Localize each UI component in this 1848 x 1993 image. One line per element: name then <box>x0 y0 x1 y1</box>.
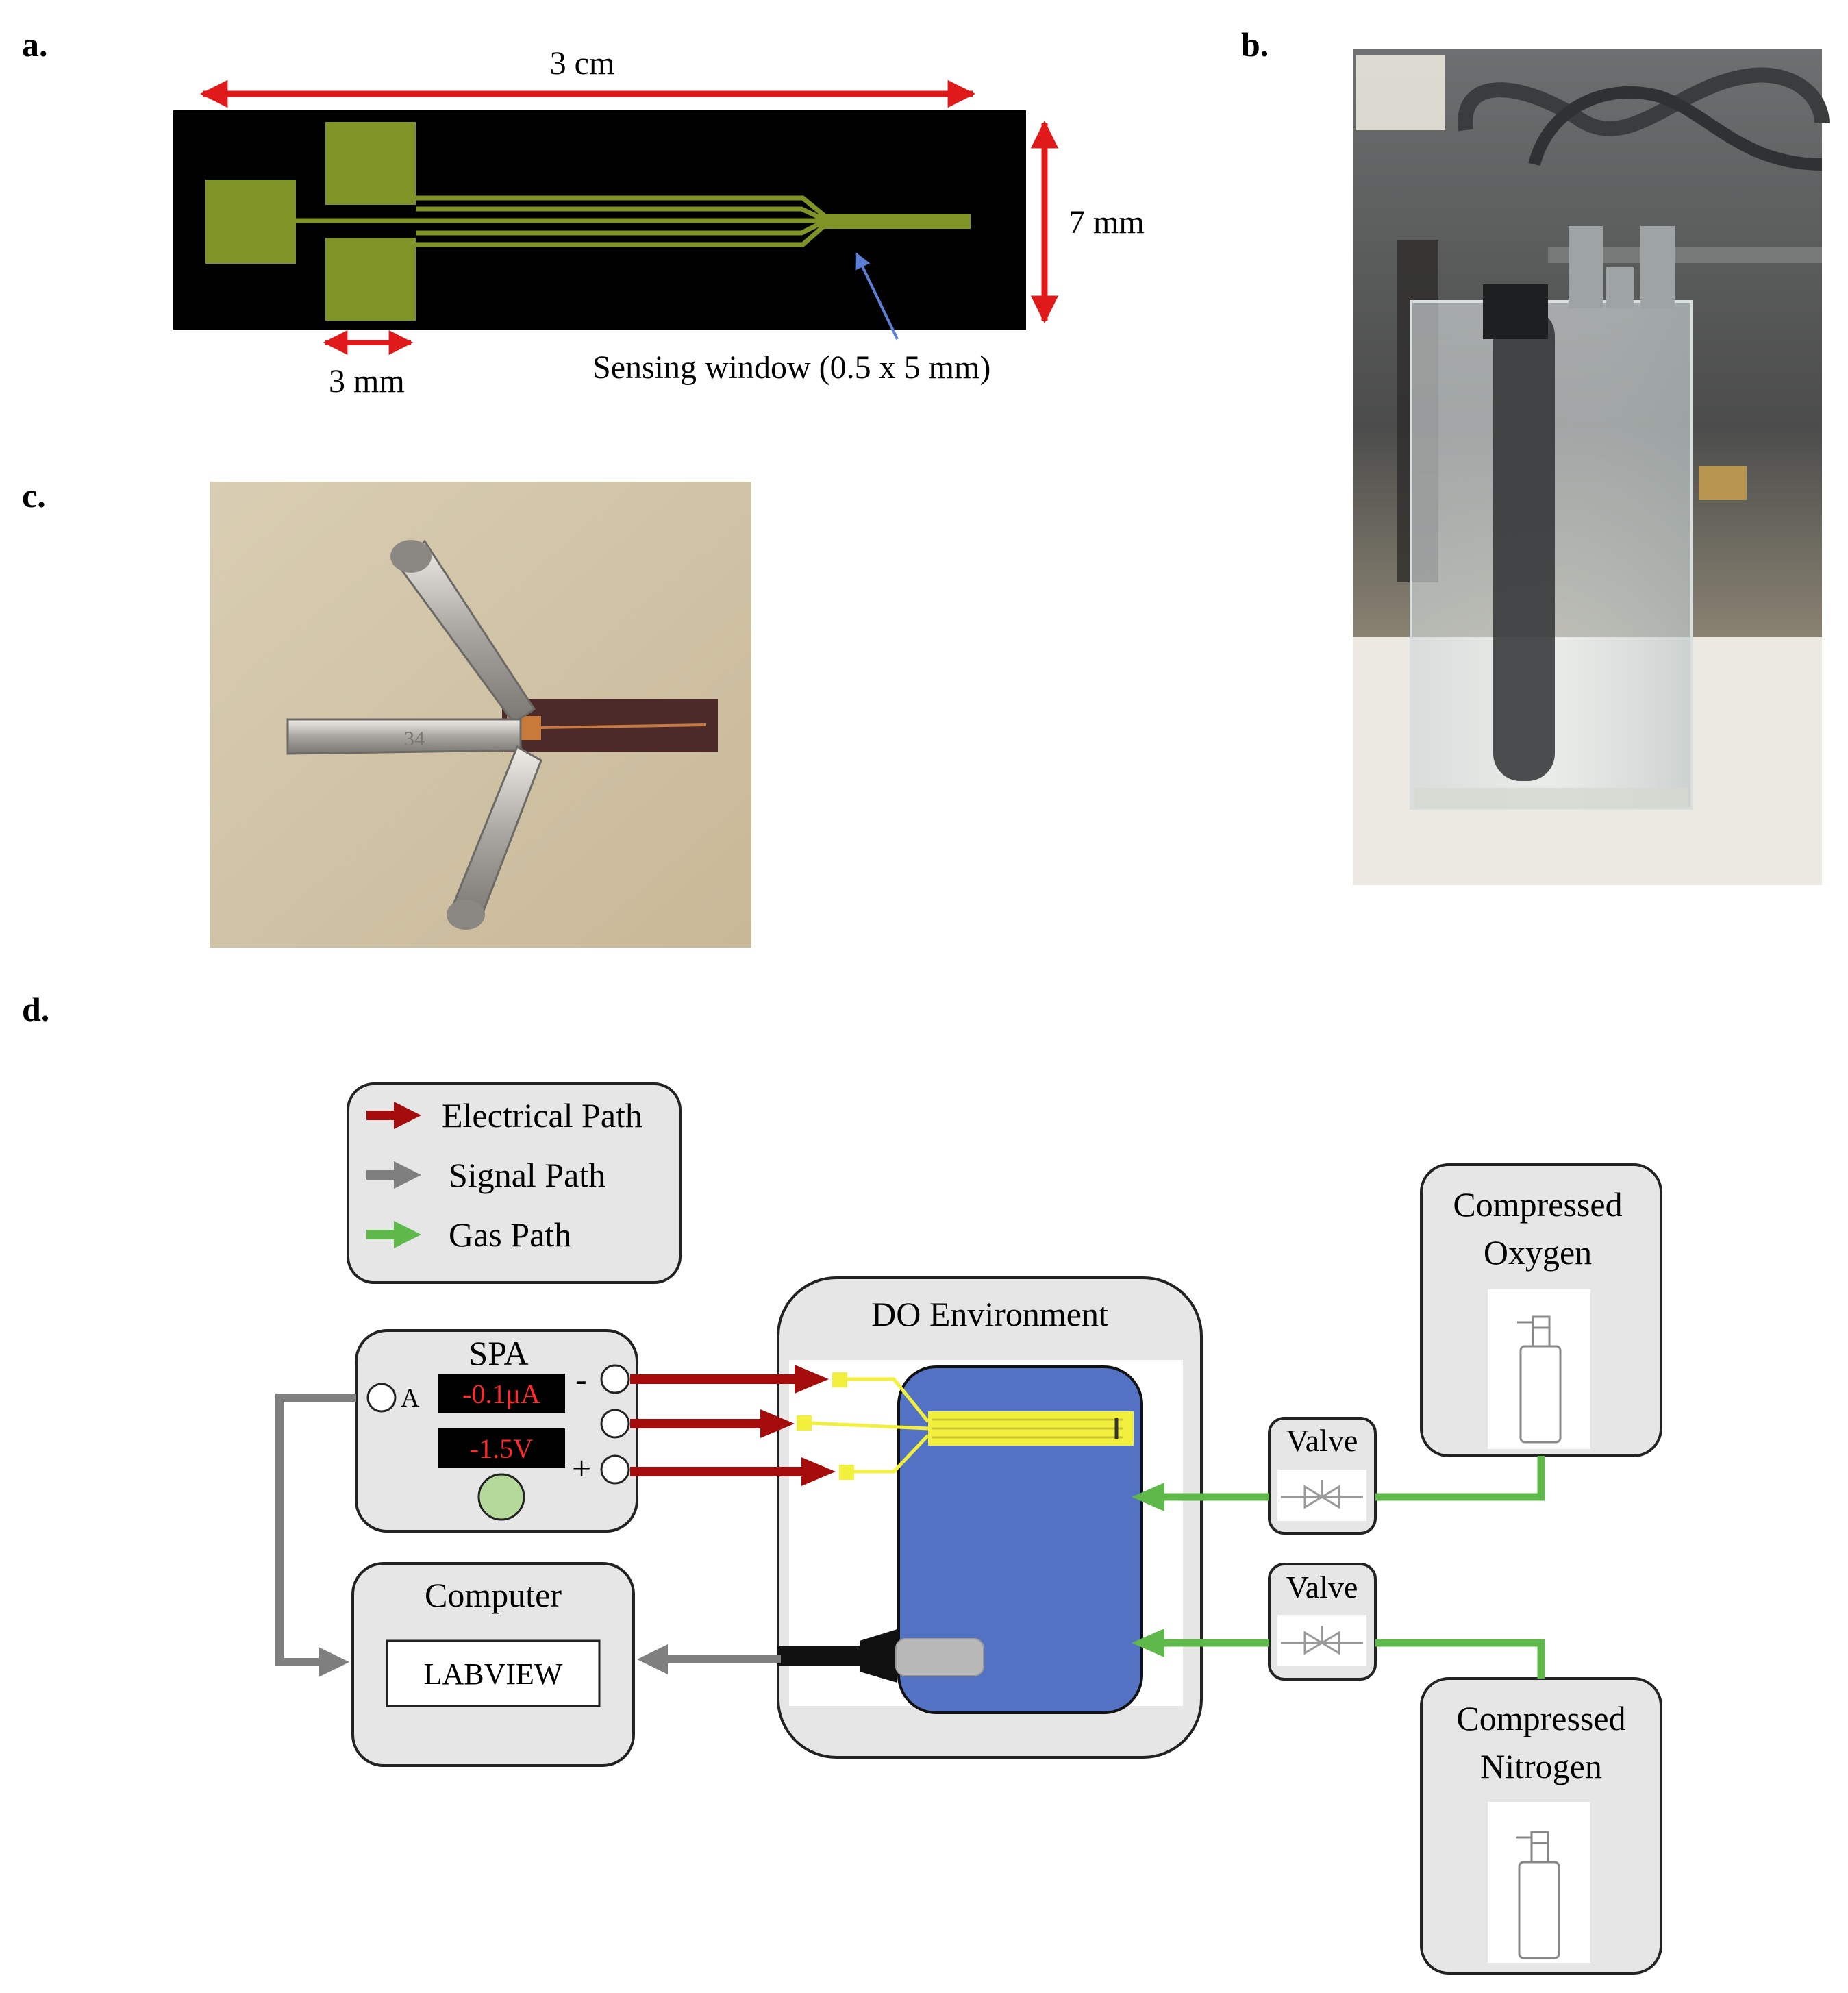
do-environment-title: DO Environment <box>871 1295 1108 1333</box>
spa-voltage-display <box>438 1428 565 1468</box>
labview-label: LABVIEW <box>424 1657 563 1691</box>
legend-electrical: Electrical Path <box>366 1096 642 1135</box>
spa-title: SPA <box>469 1334 528 1372</box>
sensor-electrode-traces <box>205 122 971 321</box>
alligator-clip-top <box>390 539 536 725</box>
computer-title: Computer <box>425 1576 562 1614</box>
valve-oxygen-label: Valve <box>1286 1423 1358 1458</box>
spa-terminal-mid <box>600 1409 630 1439</box>
panel-c-label: c. <box>22 476 46 515</box>
nitrogen-cylinder-icon <box>1516 1831 1560 1959</box>
gas-arrowhead-oxygen <box>1132 1483 1164 1511</box>
nitrogen-tank: Compressed Nitrogen <box>1420 1677 1662 1975</box>
legend-gas: Gas Path <box>366 1215 571 1254</box>
spa-terminal-minus <box>600 1364 630 1394</box>
sensor-contact-3 <box>839 1465 854 1480</box>
spa-port-a-label: A <box>401 1384 420 1413</box>
sensor-lead-lines <box>295 195 827 247</box>
legend-signal-label: Signal Path <box>449 1156 605 1194</box>
computer: Computer LABVIEW <box>351 1562 635 1767</box>
contact-pad-bottom <box>325 238 416 321</box>
sensor-contact-2 <box>797 1415 812 1431</box>
valve-nitrogen: Valve <box>1268 1563 1377 1681</box>
panel-a-label: a. <box>22 25 48 64</box>
panel-d-schematic: Electrical Path Signal Path Gas Path DO … <box>275 1082 1662 1975</box>
labview-box <box>386 1639 601 1707</box>
valve-nitrogen-label: Valve <box>1286 1570 1358 1605</box>
nitrogen-tank-line2: Nitrogen <box>1480 1747 1602 1785</box>
legend: Electrical Path Signal Path Gas Path <box>347 1082 682 1284</box>
panel-b-label: b. <box>1241 25 1269 64</box>
electrical-paths <box>630 1365 836 1486</box>
spa-plus-label: + <box>572 1449 591 1487</box>
gas-arrowhead-nitrogen <box>1132 1629 1164 1657</box>
spa-current-display <box>438 1374 565 1413</box>
contact-pad-top <box>325 122 416 205</box>
panel-d-label: d. <box>22 990 49 1028</box>
panel-c-photo: 34 <box>210 482 751 948</box>
pad-dimension-label: 3 mm <box>329 363 405 399</box>
sensing-window-label: Sensing window (0.5 x 5 mm) <box>592 349 990 386</box>
spa-port-a <box>366 1383 397 1413</box>
oxygen-cylinder-icon <box>1517 1315 1562 1444</box>
alligator-clip-bottom <box>447 745 542 930</box>
legend-signal: Signal Path <box>366 1156 605 1194</box>
legend-gas-label: Gas Path <box>449 1215 571 1254</box>
spa-voltage-readout: -1.5V <box>470 1433 533 1464</box>
valve-oxygen-symbol-icon <box>1281 1480 1363 1509</box>
sensing-window-pointer <box>855 251 899 340</box>
gas-paths <box>1161 1456 1545 1679</box>
valve-nitrogen-symbol-icon <box>1281 1626 1363 1655</box>
spa-instrument: SPA A -0.1μA -1.5V - + <box>355 1329 638 1533</box>
alligator-clip-left: 34 <box>286 718 522 755</box>
do-probe <box>777 1629 984 1683</box>
clip-number: 34 <box>404 728 425 750</box>
contact-pad-left <box>205 180 296 264</box>
sensor-in-chamber <box>808 1377 1134 1474</box>
sensing-window <box>819 214 971 229</box>
signal-paths <box>275 1394 781 1677</box>
spa-minus-label: - <box>575 1360 587 1398</box>
oxygen-tank: Compressed Oxygen <box>1420 1163 1662 1457</box>
panel-a-sensor-layout: 3 cm 7 mm 3 mm Sensing window (0.5 x 5 m… <box>173 45 1145 399</box>
oxygen-tank-line1: Compressed <box>1453 1185 1622 1224</box>
do-chamber <box>897 1365 1143 1714</box>
valve-oxygen: Valve <box>1268 1417 1377 1535</box>
spa-knob <box>477 1473 525 1521</box>
sensor-contact-1 <box>832 1372 847 1387</box>
height-dimension-label: 7 mm <box>1069 204 1145 240</box>
spa-current-readout: -0.1μA <box>462 1378 540 1409</box>
do-environment: DO Environment <box>777 1276 1203 1759</box>
legend-electrical-label: Electrical Path <box>442 1096 642 1135</box>
nitrogen-tank-line1: Compressed <box>1456 1699 1625 1737</box>
spa-terminal-plus <box>600 1454 630 1485</box>
oxygen-tank-line2: Oxygen <box>1484 1233 1592 1272</box>
length-dimension-label: 3 cm <box>550 45 615 82</box>
panel-b-photo <box>1353 49 1830 885</box>
